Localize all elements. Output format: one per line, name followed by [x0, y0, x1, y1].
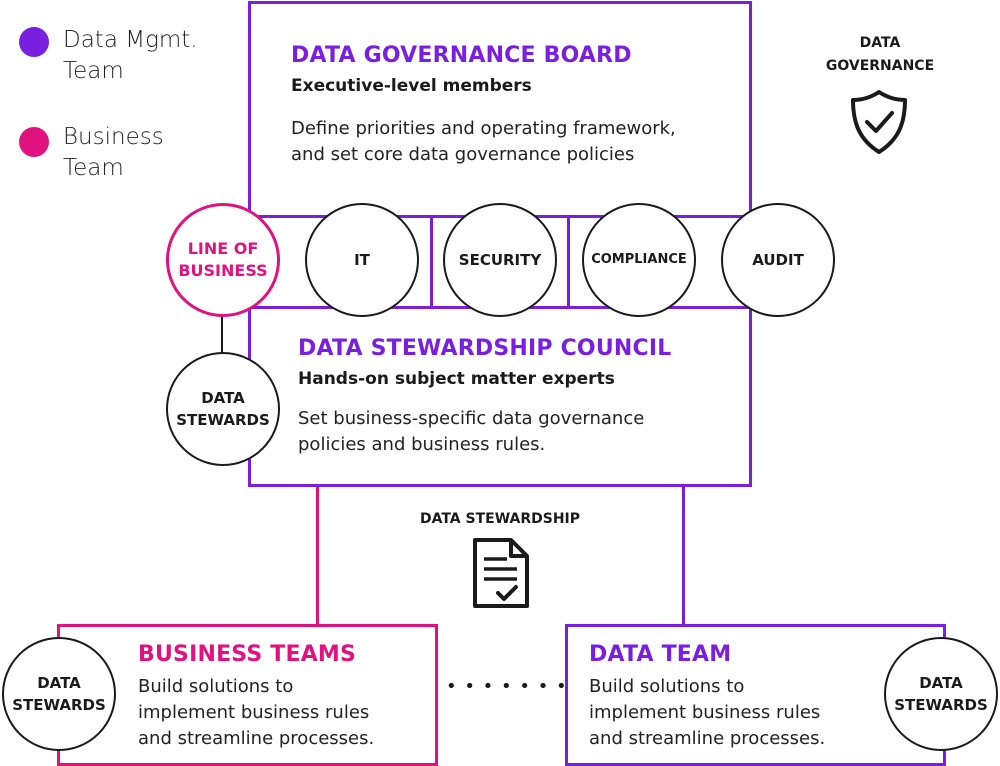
legend-dot-data-mgmt [19, 27, 49, 57]
document-check-icon [473, 538, 529, 608]
legend-dot-business [19, 127, 49, 157]
member-audit: AUDIT [721, 203, 835, 317]
governance-board-title: DATA GOVERNANCE BOARD [291, 43, 632, 68]
stewardship-council-box [248, 306, 752, 487]
member-it: IT [305, 203, 419, 317]
legend-label-data-mgmt: Data Mgmt.Team [63, 27, 198, 84]
connector-lob-stewards [221, 310, 223, 354]
stewardship-council-title: DATA STEWARDSHIP COUNCIL [298, 336, 672, 361]
members-divider-2 [567, 215, 570, 307]
dots-separator: • • • • • • • [446, 676, 568, 697]
governance-board-subtitle: Executive-level members [291, 76, 532, 96]
business-teams-title: BUSINESS TEAMS [138, 642, 357, 667]
connector-council-data-team [682, 484, 685, 626]
shield-check-icon [851, 90, 907, 154]
data-team-box [565, 624, 946, 766]
data-team-title: DATA TEAM [589, 642, 732, 667]
stewardship-council-subtitle: Hands-on subject matter experts [298, 369, 615, 389]
business-teams-box [57, 624, 438, 766]
governance-board-desc: Define priorities and operating framewor… [291, 118, 676, 165]
members-divider-1 [430, 215, 433, 307]
connector-council-business [316, 484, 319, 626]
member-security: SECURITY [443, 203, 557, 317]
member-compliance: COMPLIANCE [582, 203, 696, 317]
stewardship-caption: DATA STEWARDSHIP [419, 511, 581, 527]
